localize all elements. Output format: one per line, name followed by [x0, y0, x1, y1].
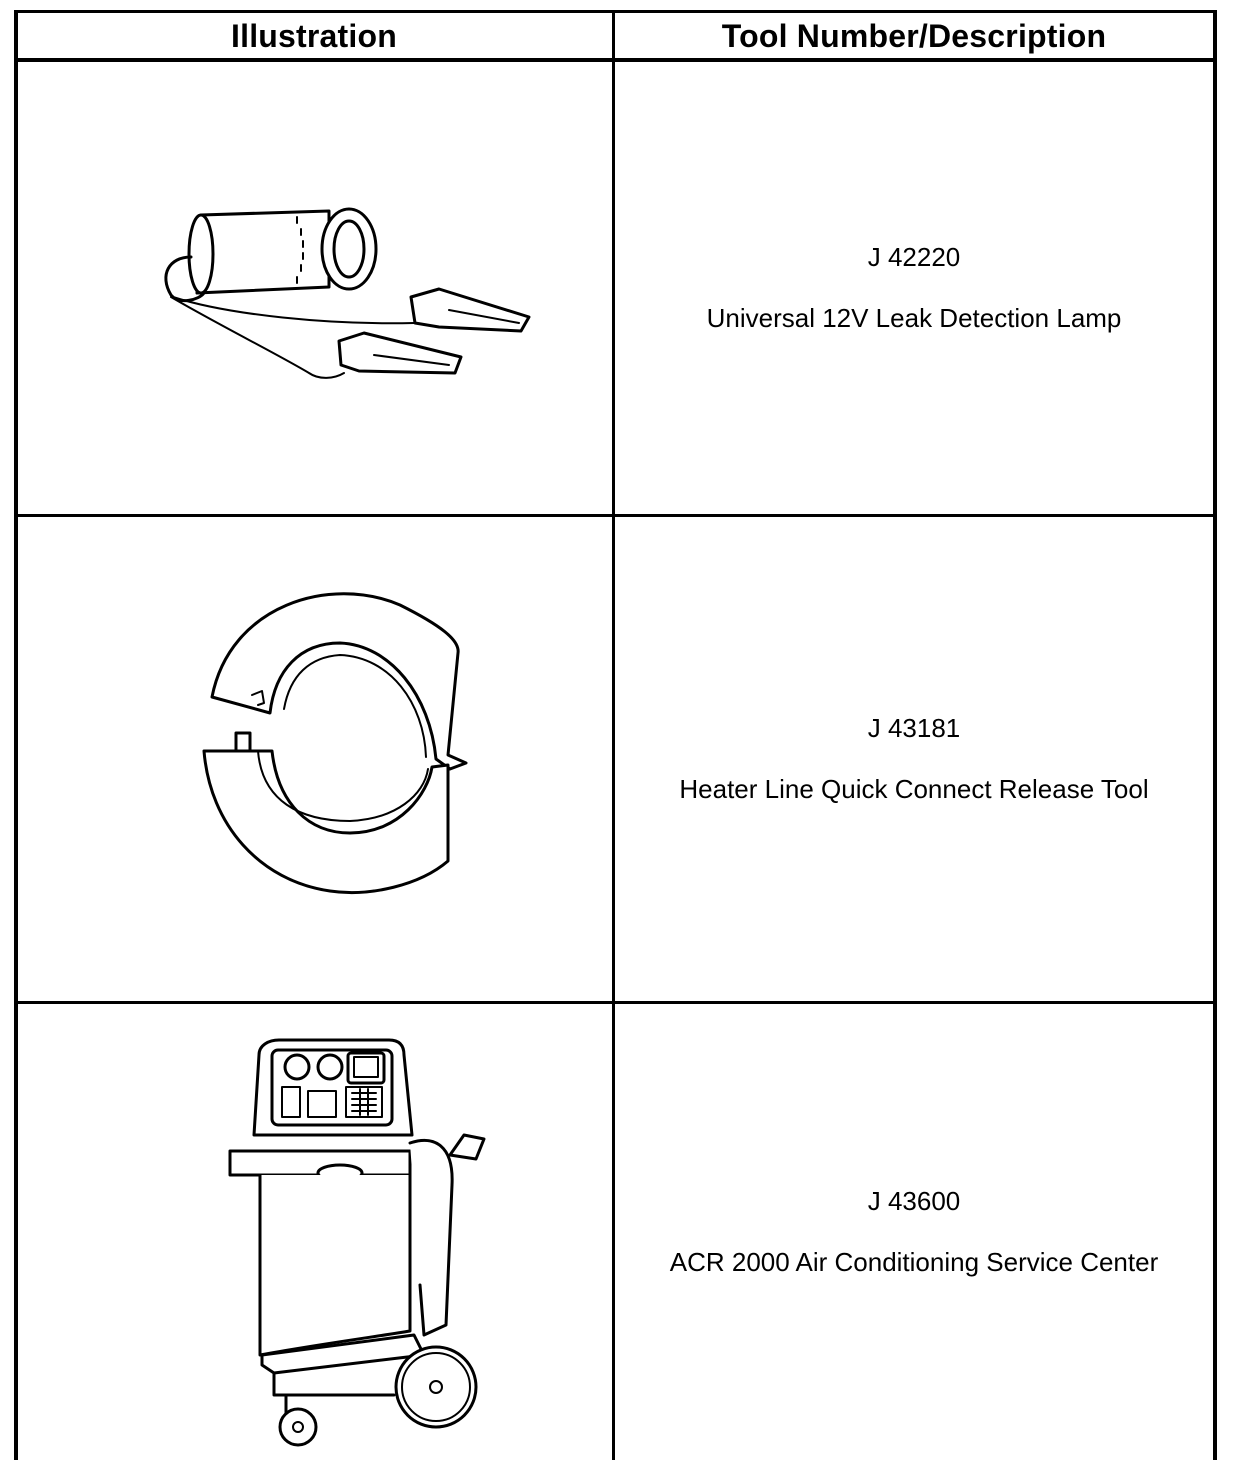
table-border-left	[14, 10, 18, 1460]
row-divider	[14, 514, 1217, 517]
quick-connect-release-tool-icon	[202, 592, 468, 895]
leak-detection-lamp-icon	[164, 207, 531, 379]
table-row: J 43600 ACR 2000 Air Conditioning Servic…	[614, 1004, 1214, 1460]
tool-description: Heater Line Quick Connect Release Tool	[679, 774, 1149, 804]
tool-number: J 42220	[867, 242, 961, 272]
ac-service-center-icon	[228, 1038, 486, 1447]
tool-number: J 43181	[867, 713, 961, 743]
column-divider	[612, 10, 615, 1460]
tool-table: Illustration Tool Number/Description J 4…	[14, 10, 1217, 1460]
table-border-right	[1213, 10, 1217, 1460]
table-row: J 42220 Universal 12V Leak Detection Lam…	[614, 62, 1214, 514]
header-tool-number-description: Tool Number/Description	[721, 17, 1107, 54]
tool-number: J 43600	[867, 1186, 961, 1216]
row-divider	[14, 1001, 1217, 1004]
table-row: J 43181 Heater Line Quick Connect Releas…	[614, 517, 1214, 1001]
table-border-top	[14, 10, 1217, 13]
header-divider	[14, 58, 1217, 62]
tool-description: ACR 2000 Air Conditioning Service Center	[669, 1247, 1159, 1277]
header-illustration: Illustration	[231, 17, 397, 54]
tool-description: Universal 12V Leak Detection Lamp	[706, 303, 1122, 333]
